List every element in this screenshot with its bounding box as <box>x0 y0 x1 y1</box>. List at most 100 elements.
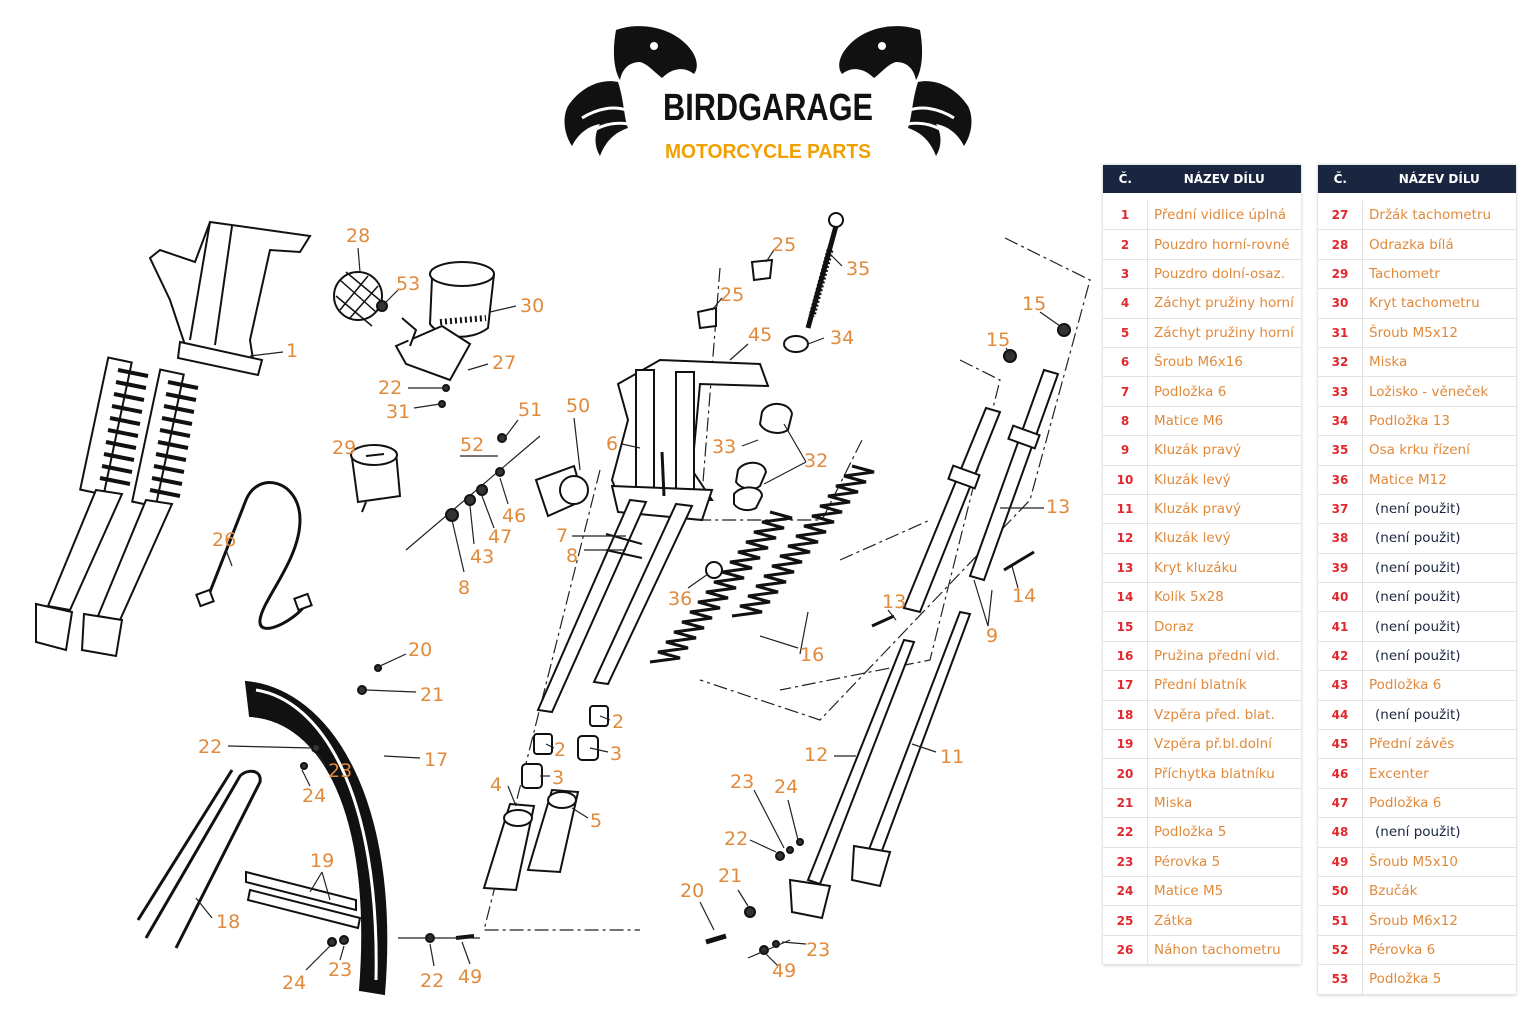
brand-tagline: MOTORCYCLE PARTS <box>665 141 871 163</box>
part-number: 7 <box>1103 376 1148 407</box>
part-number: 50 <box>1318 876 1363 907</box>
part-name: Kluzák levý <box>1147 465 1301 495</box>
callout: 46 <box>502 505 526 527</box>
callout: 29 <box>332 437 356 459</box>
part-name: Pružina přední vid. <box>1147 641 1301 672</box>
callout: 31 <box>386 401 410 423</box>
callout: 21 <box>420 684 444 706</box>
part-number: 46 <box>1318 758 1363 789</box>
part-name: (není použit) <box>1362 700 1516 731</box>
callout: 20 <box>408 639 432 661</box>
column-header-number: Č. <box>1318 165 1363 193</box>
part-name: Šroub M5x12 <box>1362 318 1516 348</box>
part-number: 9 <box>1103 435 1148 466</box>
part-number: 41 <box>1318 611 1363 642</box>
part-number: 48 <box>1318 817 1363 848</box>
callout: 2 <box>612 711 624 733</box>
part-name: Záchyt pružiny horní <box>1147 318 1301 348</box>
part-name: Bzučák <box>1362 876 1516 907</box>
table-row: 44(není použit) <box>1318 700 1516 731</box>
part-name: Matice M6 <box>1147 406 1301 437</box>
part-number: 13 <box>1103 553 1148 584</box>
part-number: 5 <box>1103 318 1148 348</box>
front-fender <box>244 680 388 996</box>
callout: 43 <box>470 546 494 568</box>
part-number: 38 <box>1318 523 1363 554</box>
part-name: Kolík 5x28 <box>1147 582 1301 613</box>
part-name: (není použit) <box>1362 641 1516 672</box>
callout: 5 <box>590 810 602 832</box>
part-name: (není použit) <box>1362 553 1516 584</box>
part-name: Šroub M6x12 <box>1362 905 1516 936</box>
part-number: 1 <box>1103 201 1148 231</box>
part-number: 25 <box>1103 905 1148 936</box>
callout: 7 <box>556 525 568 547</box>
part-name: Podložka 6 <box>1362 670 1516 701</box>
part-number: 32 <box>1318 347 1363 378</box>
part-number: 20 <box>1103 758 1148 789</box>
nut-m12 <box>705 561 723 579</box>
part-name: (není použit) <box>1362 494 1516 525</box>
callout: 19 <box>310 850 334 872</box>
part-number: 6 <box>1103 347 1148 378</box>
callout: 15 <box>986 329 1010 351</box>
callout: 8 <box>458 577 470 599</box>
callout: 23 <box>806 939 830 961</box>
spacer-cell <box>1318 193 1363 201</box>
callout: 26 <box>212 529 236 551</box>
callout: 24 <box>302 785 326 807</box>
part-number: 47 <box>1318 788 1363 819</box>
callout: 13 <box>1046 496 1070 518</box>
part-number: 36 <box>1318 465 1363 495</box>
part-name: Tachometr <box>1362 259 1516 290</box>
callout: 32 <box>804 450 828 472</box>
part-number: 51 <box>1318 905 1363 936</box>
part-name: Kryt tachometru <box>1362 288 1516 319</box>
callout: 23 <box>730 771 754 793</box>
complete-front-fork <box>35 220 312 658</box>
callout-numbers: 1 28 53 30 27 22 31 29 26 51 50 52 46 47… <box>198 225 1070 994</box>
table-row: 40(není použit) <box>1318 582 1516 613</box>
fork-sliders <box>788 323 1071 920</box>
callout: 12 <box>804 744 828 766</box>
speedometer-cover <box>428 261 496 338</box>
steering-axle <box>805 212 844 329</box>
callout: 34 <box>830 327 854 349</box>
callout: 14 <box>1012 585 1036 607</box>
column-header-name: NÁZEV DÍLU <box>1147 165 1301 193</box>
part-name: Vzpěra před. blat. <box>1147 700 1301 731</box>
birdgarage-logo: BIRDGARAGE MOTORCYCLE PARTS <box>564 26 972 163</box>
part-name: Příchytka blatníku <box>1147 758 1301 789</box>
part-number: 17 <box>1103 670 1148 701</box>
part-name: (není použit) <box>1362 523 1516 554</box>
callout: 17 <box>424 749 448 771</box>
part-name: Přední vidlice úplná <box>1147 201 1301 231</box>
part-name: Přední blatník <box>1147 670 1301 701</box>
callout: 45 <box>748 324 772 346</box>
part-number: 15 <box>1103 611 1148 642</box>
part-name: Miska <box>1362 347 1516 378</box>
part-name: Odrazka bílá <box>1362 229 1516 260</box>
part-number: 39 <box>1318 553 1363 584</box>
part-name: Miska <box>1147 788 1301 819</box>
callout: 50 <box>566 395 590 417</box>
part-name: Šroub M5x10 <box>1362 847 1516 877</box>
